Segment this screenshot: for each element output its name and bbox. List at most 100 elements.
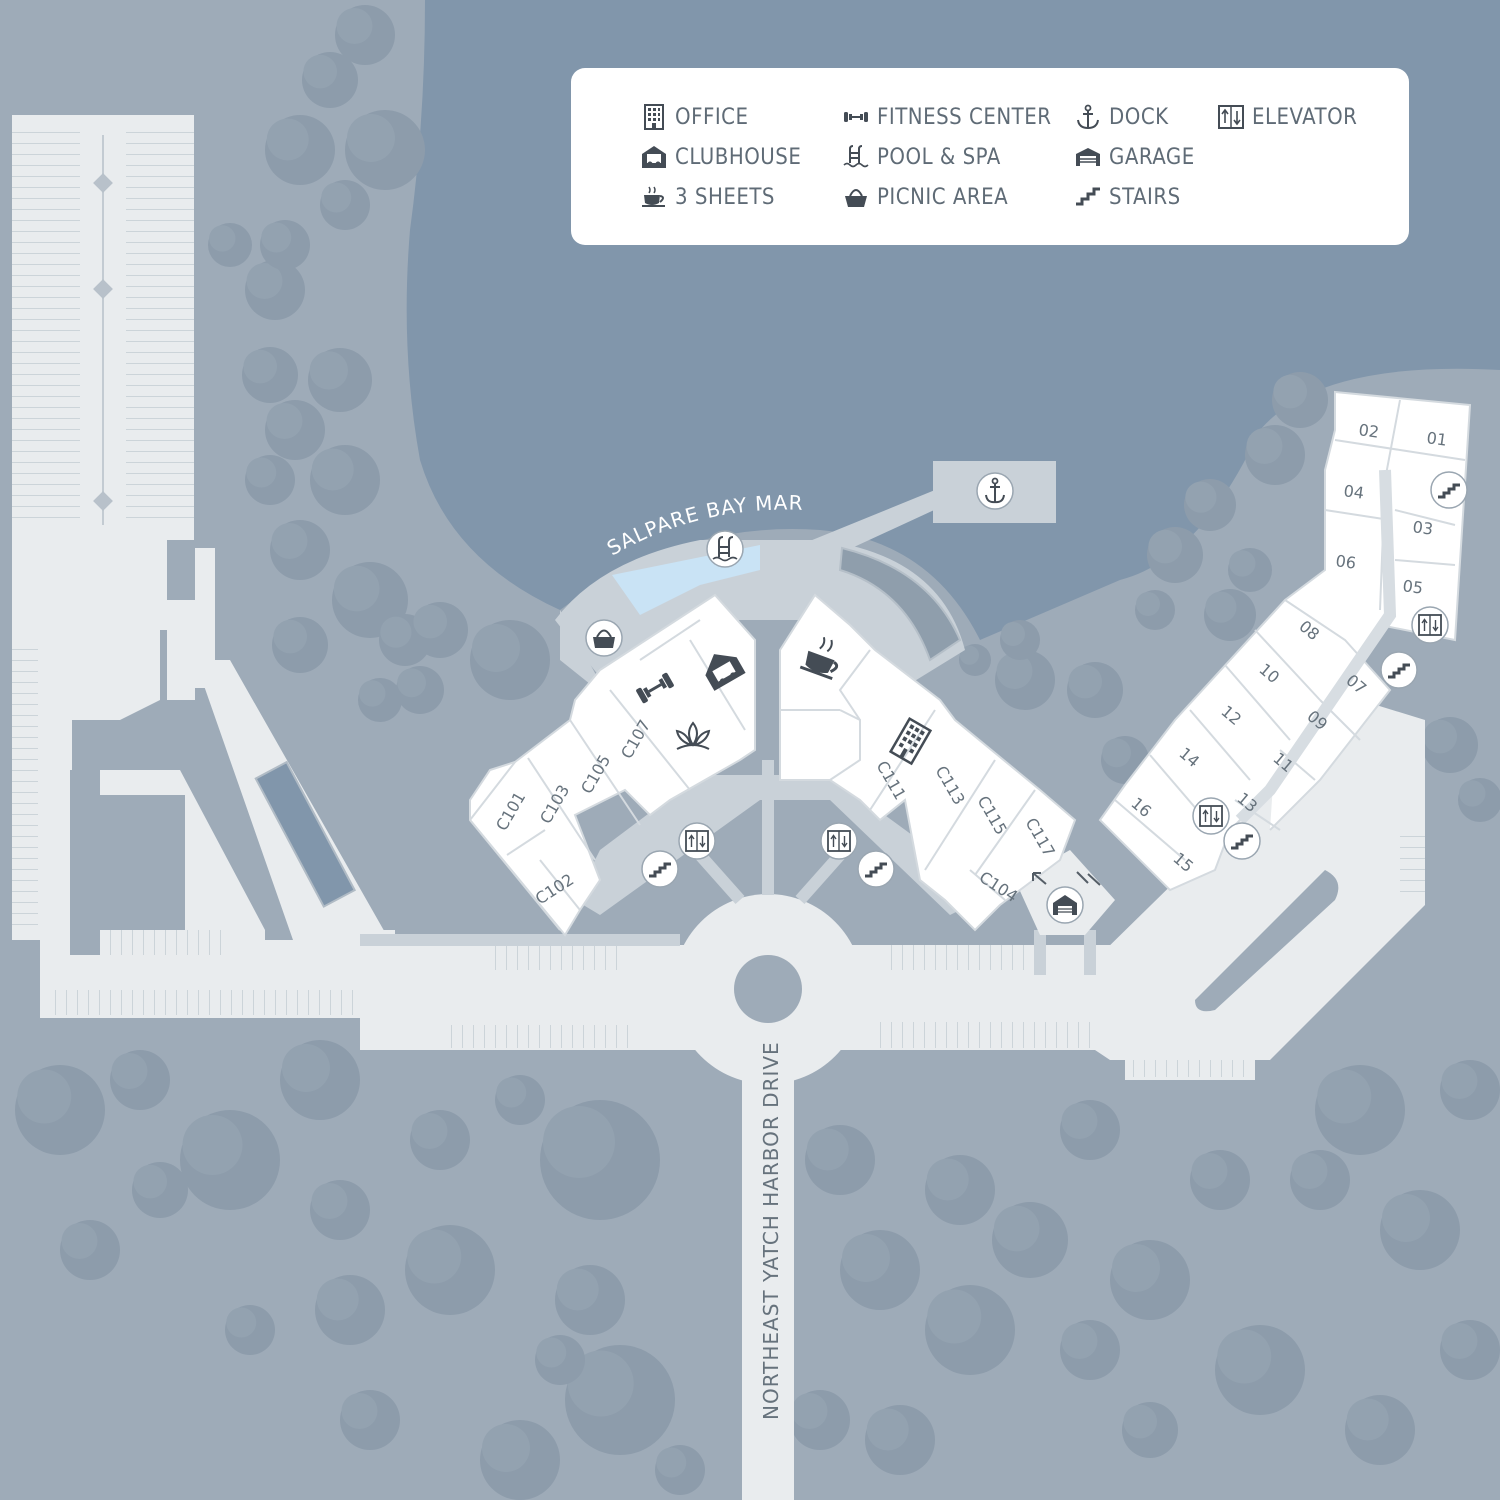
stairs-marker[interactable] [1430,471,1468,509]
tree-highlight [1148,529,1182,564]
tree-highlight [1185,481,1217,513]
tree-highlight [407,1229,462,1284]
tree-highlight [996,653,1033,689]
dumbbell-icon [843,104,869,130]
road-label: NORTHEAST YATCH HARBOR DRIVE [759,1041,783,1420]
legend-label: CLUBHOUSE [675,144,802,170]
tree-highlight [282,1044,330,1092]
tree-highlight [311,448,354,491]
office-marker[interactable] [888,716,933,766]
tree-highlight [246,457,277,488]
tree-highlight [1112,1244,1160,1292]
tree-highlight [271,523,308,559]
tree-highlight [791,1393,828,1429]
tree-highlight [1459,780,1486,807]
tree-highlight [321,182,352,213]
building-east-wing [779,593,1077,932]
tree-highlight [1423,719,1457,754]
legend-label: PICNIC AREA [877,184,1009,210]
legend-item-clubhouse[interactable]: CLUBHOUSE [641,142,801,172]
legend-item-office[interactable]: OFFICE [641,102,749,132]
stairs-marker[interactable] [857,850,895,888]
clubhouse-icon [641,144,667,170]
stairs-marker[interactable] [1223,822,1261,860]
legend-label: POOL & SPA [877,144,1001,170]
legend-label: GARAGE [1109,144,1195,170]
garage-entry-arrows [1032,871,1101,886]
tree-highlight [61,1223,98,1259]
unit-label: 01 [1425,428,1448,450]
tree-highlight [1136,592,1160,616]
legend-item-picnic-area[interactable]: PICNIC AREA [843,182,1008,212]
tree-highlight [482,1424,530,1472]
tree-highlight [1229,550,1256,577]
pool-spa-marker[interactable] [706,530,744,568]
elevator-marker[interactable] [820,822,858,860]
tree-highlight [656,1447,687,1478]
stairs-marker[interactable] [641,850,679,888]
legend-label: STAIRS [1109,184,1181,210]
tree-highlight [556,1268,599,1311]
tree-highlight [17,1069,72,1124]
tree-highlight [380,616,412,648]
tree-highlight [496,1077,527,1108]
tree-highlight [266,118,309,161]
elevator-icon [1218,104,1244,130]
elevator-marker[interactable] [1411,606,1449,644]
legend: OFFICE CLUBHOUSE 3 SHEETS FITNESS CENTER… [571,68,1409,245]
unit-label: 02 [1357,420,1380,442]
pool-ladder-icon [843,144,869,170]
stairs-marker[interactable] [1380,651,1418,689]
tree-highlight [1102,738,1131,768]
legend-item-dock[interactable]: DOCK [1075,102,1169,132]
tree-highlight [261,222,292,253]
legend-label: 3 SHEETS [675,184,775,210]
legend-item-garage[interactable]: GARAGE [1075,142,1195,172]
legend-label: FITNESS CENTER [877,104,1052,130]
dock-marker[interactable] [976,472,1014,510]
tree-highlight [543,1106,615,1178]
office-icon [641,104,667,130]
spa-lotus-marker[interactable] [675,721,711,750]
coffee-cup-icon [641,184,667,210]
tree-highlight [567,1350,634,1417]
tree-highlight [316,1278,359,1321]
legend-item-3-sheets[interactable]: 3 SHEETS [641,182,775,212]
tree-highlight [842,1234,890,1282]
tree-highlight [1246,428,1283,464]
tree-highlight [243,349,277,384]
tree-highlight [309,351,348,390]
three-sheets-marker[interactable] [799,633,844,681]
tree-highlight [411,1113,448,1149]
tree-highlight [1273,374,1307,409]
tree-highlight [246,263,283,299]
garage-marker[interactable] [1046,886,1084,924]
tree-highlight [1441,1063,1478,1099]
unit-label: 04 [1342,481,1365,503]
picnic-area-marker[interactable] [585,619,623,657]
tree-highlight [1291,1153,1328,1189]
stairs-icon [1075,184,1101,210]
clubhouse-marker[interactable] [698,645,746,691]
elevator-marker[interactable] [678,822,716,860]
tree-highlight [266,403,303,439]
legend-item-elevator[interactable]: ELEVATOR [1218,102,1357,132]
unit-label: 05 [1401,576,1424,598]
tree-highlight [413,604,448,639]
legend-item-pool-spa[interactable]: POOL & SPA [843,142,1001,172]
legend-item-stairs[interactable]: STAIRS [1075,182,1181,212]
tree-highlight [1217,1329,1272,1384]
tree-highlight [1441,1323,1478,1359]
fitness-center-marker[interactable] [635,672,674,704]
tree-highlight [993,1205,1040,1252]
tree-highlight [303,54,338,89]
elevator-marker[interactable] [1192,797,1230,835]
tree-highlight [273,619,308,654]
trees [15,5,1500,1500]
tree-highlight [1346,1398,1389,1441]
tree-highlight [866,1408,909,1451]
tree-highlight [1001,622,1025,646]
legend-item-fitness-center[interactable]: FITNESS CENTER [843,102,1052,132]
tree-highlight [1191,1153,1228,1189]
